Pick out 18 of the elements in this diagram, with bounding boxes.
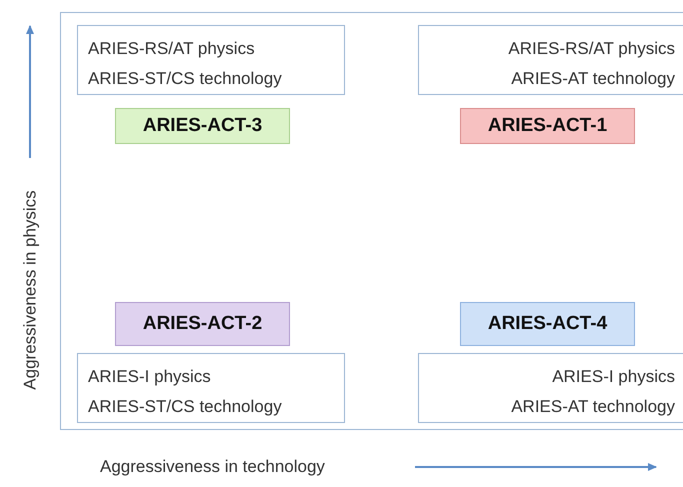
design-box: ARIES-ACT-1	[460, 108, 635, 144]
description-text: ARIES-RS/AT physics	[507, 38, 675, 60]
description-text: ARIES-ST/CS technology	[88, 396, 283, 418]
description-text: ARIES-ST/CS technology	[88, 68, 283, 90]
description-text: ARIES-RS/AT physics	[88, 38, 256, 60]
description-box	[418, 25, 683, 95]
description-text: ARIES-AT technology	[510, 396, 675, 418]
axis-label: Aggressiveness in technology	[100, 457, 325, 477]
description-text: ARIES-AT technology	[510, 68, 675, 90]
description-box	[77, 353, 345, 423]
design-box: ARIES-ACT-3	[115, 108, 290, 144]
description-text: ARIES-I physics	[88, 366, 212, 388]
axis-label: Aggressiveness in physics	[20, 190, 40, 390]
design-box: ARIES-ACT-4	[460, 302, 635, 346]
design-box: ARIES-ACT-2	[115, 302, 290, 346]
description-box	[77, 25, 345, 95]
description-box	[418, 353, 683, 423]
description-text: ARIES-I physics	[551, 366, 675, 388]
